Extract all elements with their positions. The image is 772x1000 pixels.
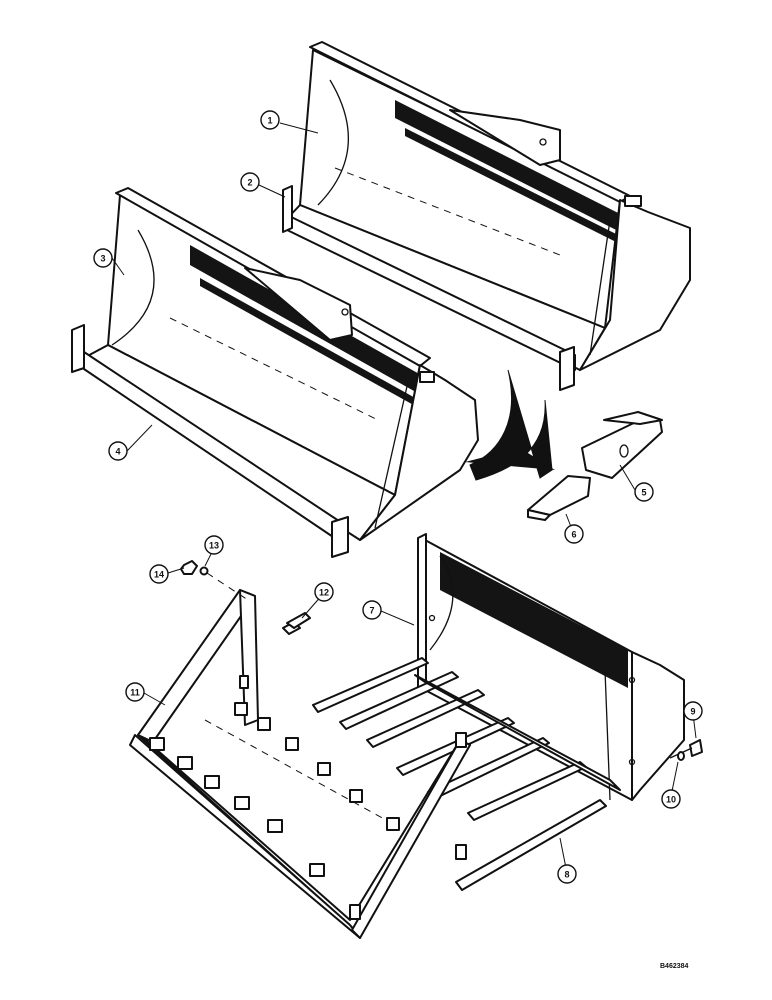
- callout-11: 11: [125, 682, 145, 702]
- callout-7: 7: [362, 600, 382, 620]
- callout-8-label: 8: [564, 870, 569, 880]
- fork-frame: [129, 589, 471, 939]
- callout-9: 9: [683, 701, 703, 721]
- callout-10: 10: [661, 789, 681, 809]
- washer-13: [199, 566, 209, 576]
- callout-6: 6: [564, 524, 584, 544]
- callout-13-label: 13: [209, 541, 219, 551]
- callout-8: 8: [557, 864, 577, 884]
- callout-2: 2: [240, 172, 260, 192]
- direction-arrow: [465, 369, 555, 481]
- tooth-adapter: [581, 411, 663, 479]
- callout-14: 14: [149, 564, 169, 584]
- callout-4-label: 4: [115, 447, 120, 457]
- bolt-12: [282, 612, 311, 635]
- callout-1: 1: [260, 110, 280, 130]
- callout-5: 5: [634, 482, 654, 502]
- callout-6-label: 6: [571, 530, 576, 540]
- callout-11-label: 11: [130, 688, 140, 698]
- nut-10: [677, 751, 685, 761]
- fork-clips: [149, 675, 467, 920]
- tooth: [527, 475, 591, 521]
- callout-14-label: 14: [154, 570, 164, 580]
- callout-10-label: 10: [666, 795, 676, 805]
- fork-attachment: [312, 533, 685, 891]
- callout-3-label: 3: [100, 254, 105, 264]
- drawing-reference-code: B462384: [660, 963, 689, 970]
- callout-13: 13: [204, 535, 224, 555]
- callout-9-label: 9: [690, 707, 695, 717]
- callout-5-label: 5: [641, 488, 646, 498]
- callout-1-label: 1: [267, 116, 272, 126]
- callout-12-label: 12: [319, 588, 329, 598]
- nut-14: [180, 560, 198, 575]
- callout-12: 12: [314, 582, 334, 602]
- lower-bucket: [71, 187, 479, 558]
- callout-7-label: 7: [369, 606, 374, 616]
- callout-3: 3: [93, 248, 113, 268]
- callout-2-label: 2: [247, 178, 252, 188]
- callout-4: 4: [108, 441, 128, 461]
- upper-bucket: [282, 41, 691, 391]
